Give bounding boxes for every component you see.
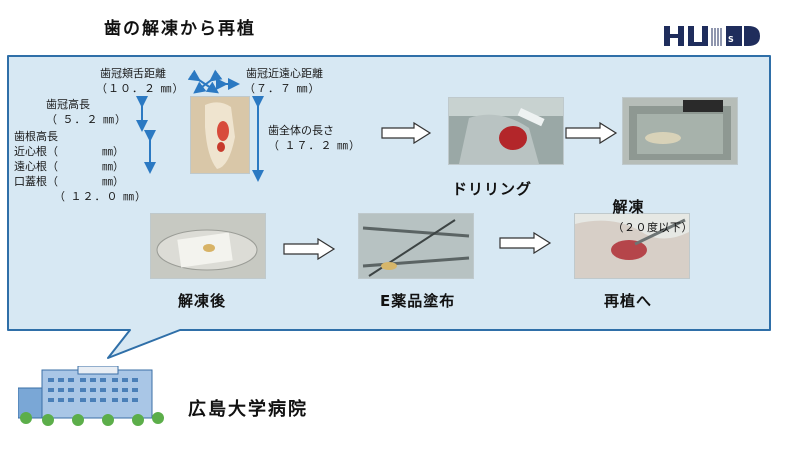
step-replant: 再植へ bbox=[604, 292, 653, 310]
buccolingual-value: （１０．２ ㎜） bbox=[96, 82, 185, 95]
mesiodistal-value: （７．７ ㎜） bbox=[244, 82, 321, 95]
step-drilling: ドリリング bbox=[452, 180, 533, 198]
thaw-bath-photo bbox=[622, 97, 738, 165]
step-e-drug: E薬品塗布 bbox=[380, 292, 456, 310]
root-height-label: 歯根高長 bbox=[14, 130, 58, 143]
svg-text:S: S bbox=[728, 35, 734, 44]
root-palatal-label: 口蓋根（ ㎜） bbox=[14, 175, 124, 188]
e-drug-photo bbox=[358, 213, 474, 279]
total-length-value: （ １７．２ ㎜） bbox=[268, 139, 361, 152]
hospital-name: 広島大学病院 bbox=[188, 399, 308, 420]
hospital-building-icon bbox=[18, 366, 164, 426]
crown-height-label: 歯冠高長 bbox=[46, 98, 90, 111]
page-title: 歯の解凍から再植 bbox=[104, 19, 256, 39]
drilling-photo bbox=[448, 97, 564, 165]
after-thaw-photo bbox=[150, 213, 266, 279]
step-thawing-note: （２０度以下） bbox=[612, 221, 693, 234]
crown-height-value: （ ５．２ ㎜） bbox=[46, 113, 127, 126]
root-distal-label: 遠心根（ ㎜） bbox=[14, 160, 124, 173]
tooth-photo bbox=[190, 96, 250, 174]
husd-logo: S bbox=[664, 26, 760, 46]
replant-photo bbox=[574, 213, 690, 279]
root-mesial-label: 近心根（ ㎜） bbox=[14, 145, 124, 158]
mesiodistal-label: 歯冠近遠心距離 bbox=[246, 67, 323, 80]
step-thawing: 解凍 （２０度以下） bbox=[600, 178, 693, 235]
total-length-label: 歯全体の長さ bbox=[268, 124, 334, 137]
root-total-value: （ １２．０ ㎜） bbox=[54, 190, 147, 203]
step-after-thaw: 解凍後 bbox=[178, 292, 227, 310]
step-thawing-label: 解凍 bbox=[612, 198, 645, 216]
buccolingual-label: 歯冠頬舌距離 bbox=[100, 67, 166, 80]
